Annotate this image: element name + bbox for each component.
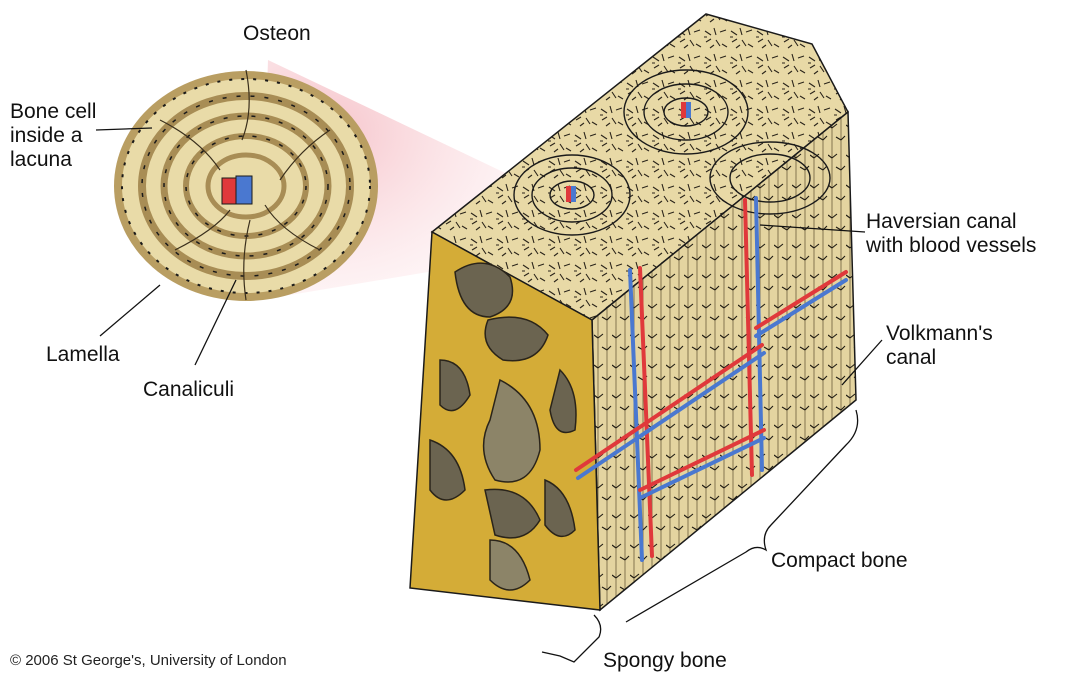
label-osteon: Osteon: [243, 22, 311, 46]
osteon-illustration: [114, 70, 378, 301]
label-volkmanns-canal: Volkmann's canal: [886, 322, 993, 370]
label-lamella: Lamella: [46, 343, 120, 367]
bone-block-illustration: [410, 14, 856, 610]
label-compact-bone: Compact bone: [771, 549, 908, 573]
label-bone-cell: Bone cell inside a lacuna: [10, 100, 96, 172]
label-spongy-bone: Spongy bone: [603, 649, 727, 673]
label-canaliculi: Canaliculi: [143, 378, 234, 402]
copyright-notice: © 2006 St George's, University of London: [10, 652, 287, 669]
spongy-bone-brace: [542, 615, 601, 662]
label-haversian-canal: Haversian canal with blood vessels: [866, 210, 1036, 258]
leader-lamella: [100, 285, 160, 336]
